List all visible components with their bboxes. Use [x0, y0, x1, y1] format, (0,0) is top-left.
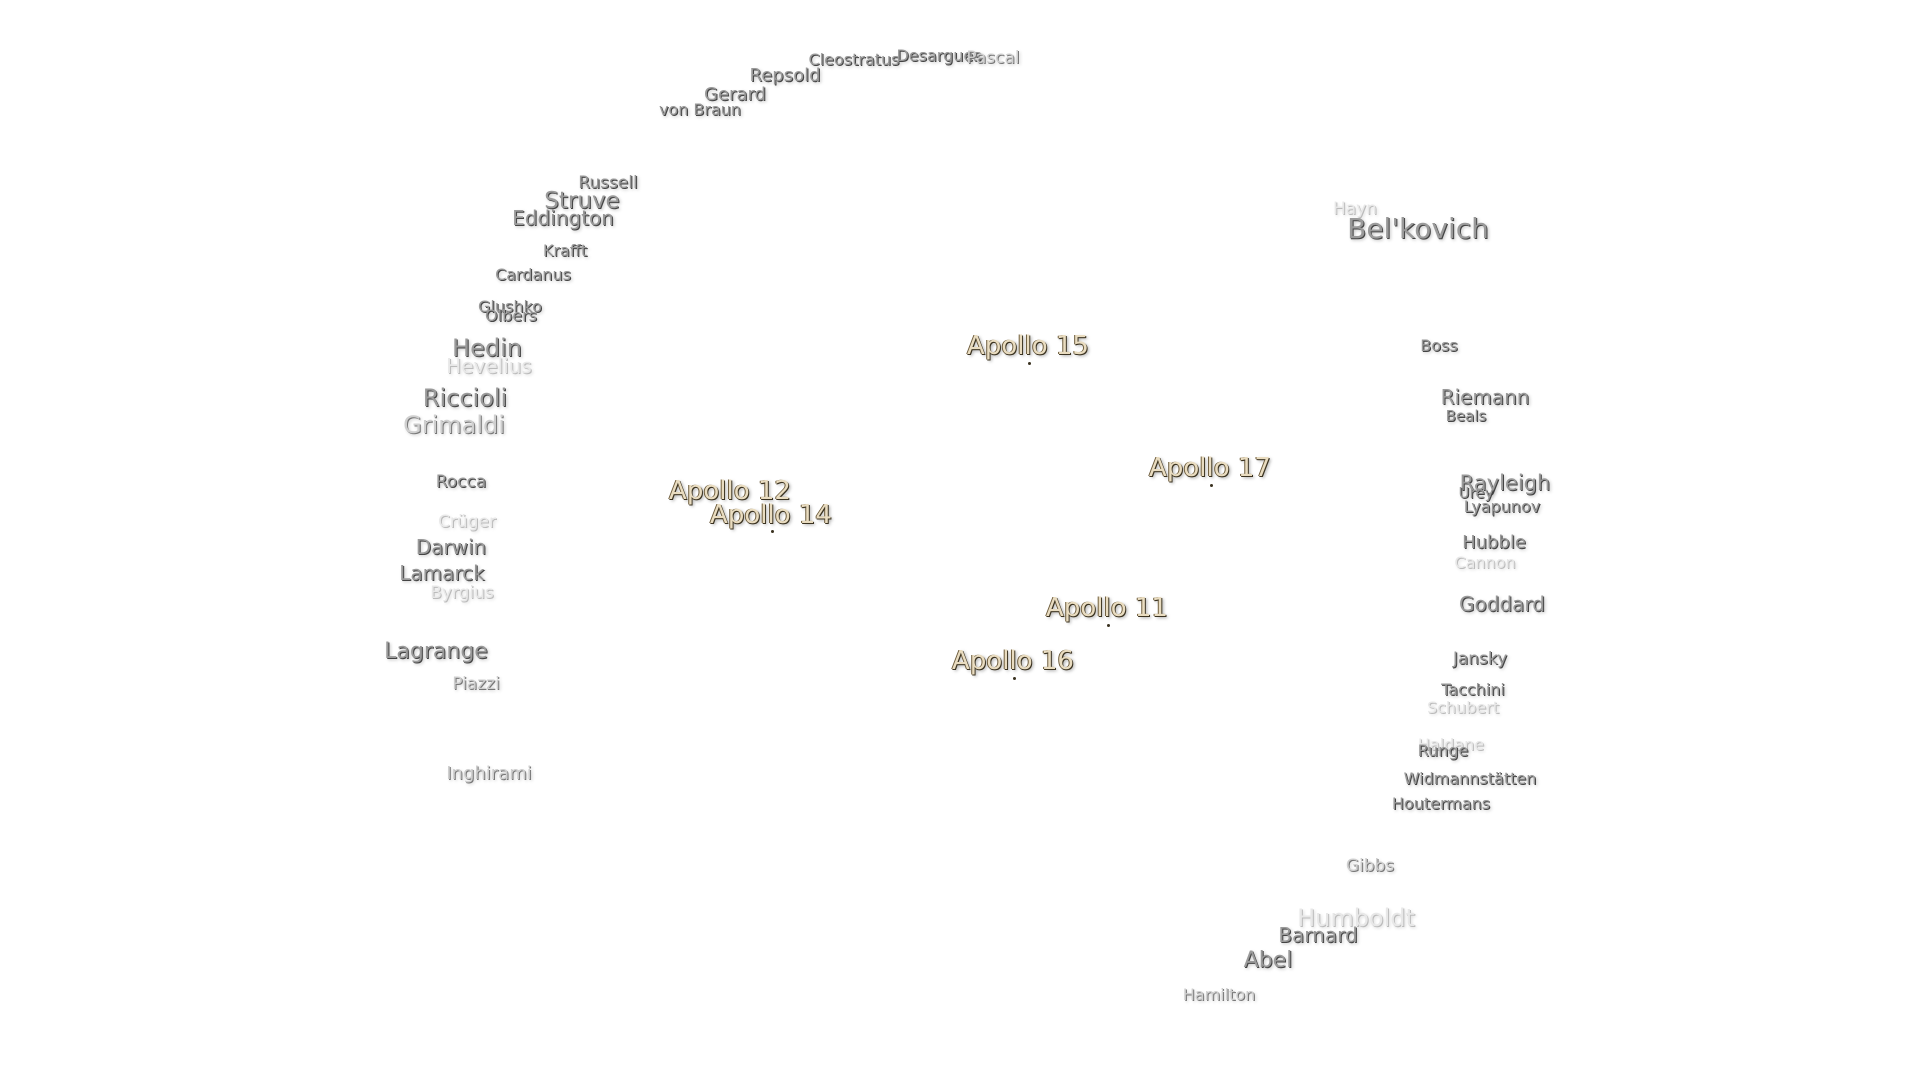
crater-label-lamarck: Lamarck — [399, 561, 485, 585]
crater-label-russell: Russell — [578, 173, 638, 193]
apollo-17-site-marker — [1210, 484, 1213, 487]
crater-label-von-braun: von Braun — [658, 100, 742, 119]
crater-label-tacchini: Tacchini — [1441, 680, 1505, 699]
crater-label-haldane: Haldane — [1417, 735, 1485, 754]
crater-label-abel: Abel — [1243, 948, 1293, 973]
apollo-17-label: Apollo 17 — [1149, 453, 1271, 483]
crater-label-olbers: Olbers — [485, 306, 537, 325]
crater-label-hedin: Hedin — [452, 334, 522, 362]
crater-label-struve: Struve — [544, 188, 620, 214]
crater-label-desargues: Desargues — [896, 46, 982, 65]
crater-label-jansky: Jansky — [1452, 649, 1508, 669]
crater-label-gerard: Gerard — [704, 84, 766, 105]
crater-label-beals: Beals — [1445, 407, 1487, 425]
crater-label-urey: Urey — [1458, 484, 1494, 502]
crater-label-eddington: Eddington — [512, 206, 614, 230]
crater-label-cleostratus: Cleostratus — [808, 50, 900, 69]
crater-label-darwin: Darwin — [415, 535, 487, 559]
crater-label-widmannstatten: Widmannstätten — [1403, 769, 1537, 788]
crater-label-cannon: Cannon — [1454, 553, 1516, 572]
crater-label-riemann: Riemann — [1440, 385, 1530, 409]
apollo-14-site-marker — [771, 530, 774, 533]
crater-label-krafft: Krafft — [542, 241, 588, 260]
apollo-15-label: Apollo 15 — [967, 331, 1089, 361]
crater-label-repsold: Repsold — [749, 65, 821, 86]
crater-label-riccioli: Riccioli — [422, 384, 508, 412]
crater-label-inghirami: Inghirami — [446, 763, 532, 784]
crater-label-piazzi: Piazzi — [452, 674, 500, 694]
crater-label-hayn: Hayn — [1332, 199, 1378, 219]
crater-label-boss: Boss — [1420, 336, 1458, 355]
crater-label-barnard: Barnard — [1278, 923, 1358, 947]
crater-label-glushko: Glushko — [478, 297, 542, 316]
crater-label-rayleigh: Rayleigh — [1459, 471, 1551, 495]
apollo-11-label: Apollo 11 — [1046, 593, 1168, 623]
apollo-11-site-marker — [1107, 624, 1110, 627]
apollo-15-site-marker — [1028, 362, 1031, 365]
crater-label-grimaldi: Grimaldi — [403, 411, 505, 439]
crater-label-schubert: Schubert — [1426, 698, 1500, 717]
crater-label-goddard: Goddard — [1459, 592, 1545, 616]
crater-label-cruger: Crüger — [438, 512, 496, 532]
crater-label-rocca: Rocca — [435, 472, 487, 492]
apollo-14-label: Apollo 14 — [710, 500, 832, 530]
apollo-16-label: Apollo 16 — [952, 646, 1074, 676]
crater-label-humboldt: Humboldt — [1297, 904, 1415, 932]
crater-label-byrgius: Byrgius — [430, 583, 494, 603]
crater-label-runge: Runge — [1417, 741, 1469, 760]
crater-label-cardanus: Cardanus — [495, 265, 571, 284]
crater-label-lyapunov: Lyapunov — [1463, 497, 1541, 516]
apollo-12-label: Apollo 12 — [669, 476, 791, 506]
crater-label-lagrange: Lagrange — [384, 639, 488, 664]
crater-label-belkovich: Bel'kovich — [1347, 212, 1489, 245]
crater-label-pascal: Pascal — [966, 48, 1020, 68]
crater-label-hevelius: Hevelius — [446, 354, 532, 378]
crater-label-houtermans: Houtermans — [1391, 794, 1491, 813]
apollo-16-site-marker — [1013, 677, 1016, 680]
crater-label-gibbs: Gibbs — [1345, 856, 1395, 876]
crater-label-hubble: Hubble — [1462, 532, 1526, 553]
crater-label-hamilton: Hamilton — [1182, 985, 1256, 1004]
